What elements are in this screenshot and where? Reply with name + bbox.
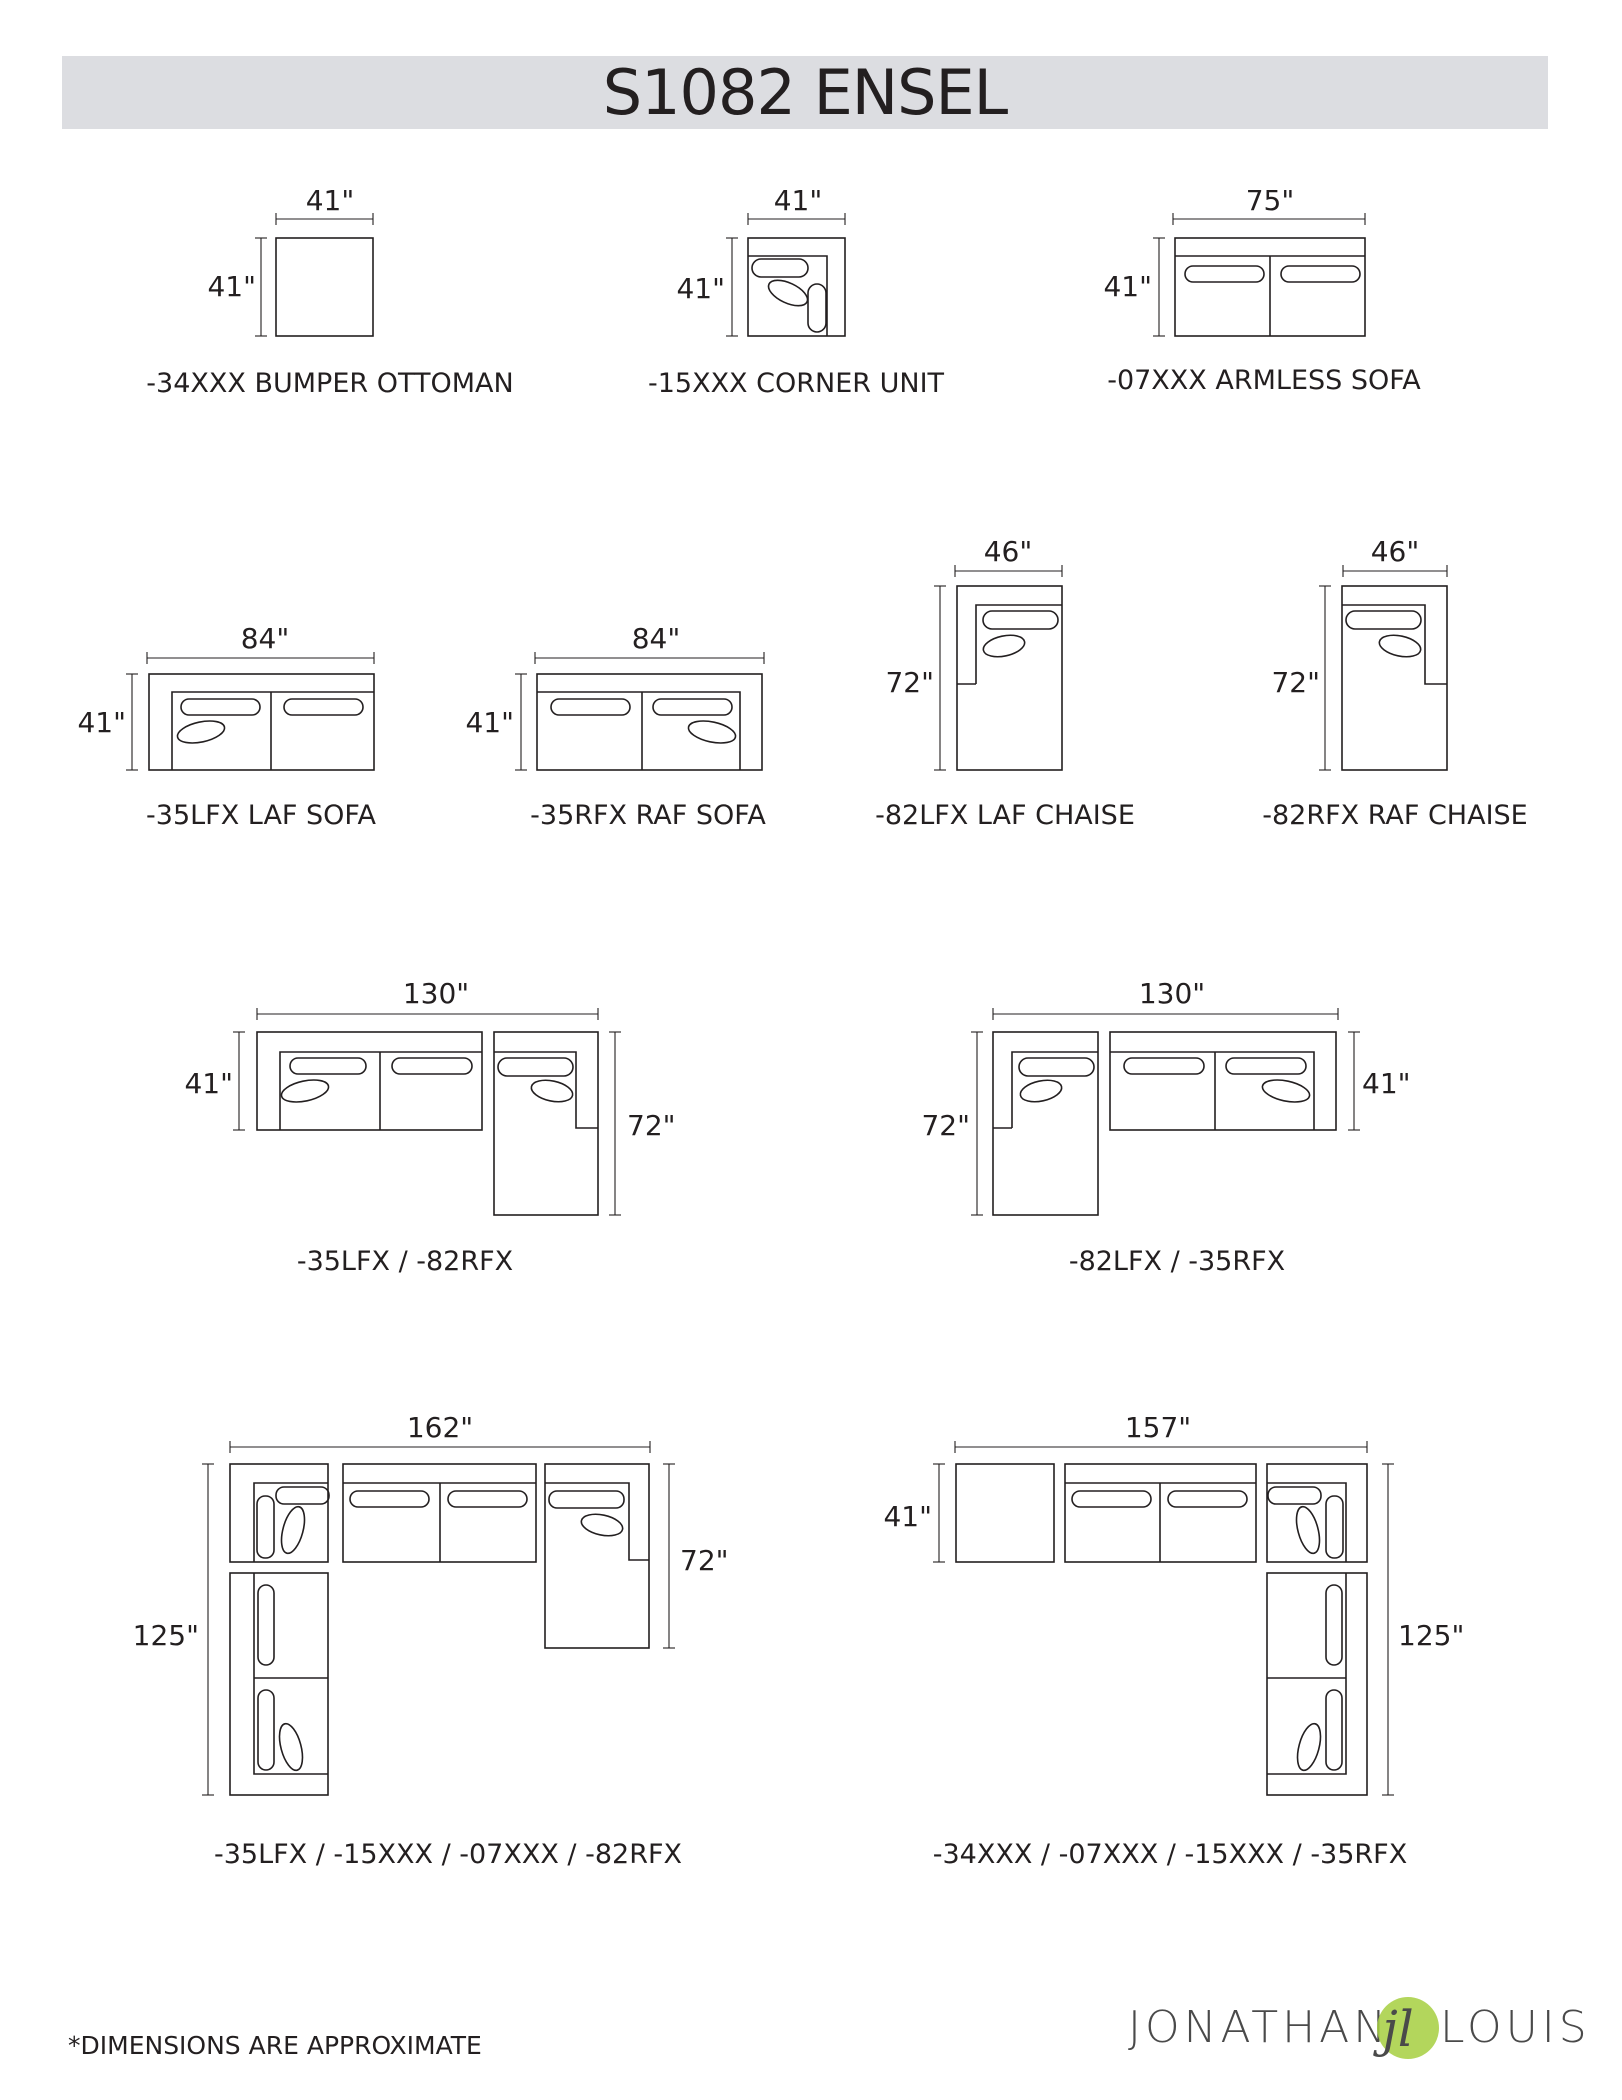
u-sectional-depth-left: 125" (133, 1619, 199, 1652)
l-sectional-depth-left: 41" (883, 1500, 932, 1533)
dimensions-footnote: *DIMENSIONS ARE APPROXIMATE (68, 2031, 482, 2060)
laf-chaise-diagram (934, 565, 1063, 771)
corner-unit-label: -15XXX CORNER UNIT (648, 368, 945, 399)
raf-sofa-label: -35RFX RAF SOFA (530, 800, 766, 831)
u-sectional-diagram (202, 1441, 675, 1796)
laf-sofa-width: 84" (241, 622, 290, 655)
sofa-raf-chaise-depth-left: 41" (184, 1067, 233, 1100)
l-sectional-width: 157" (1125, 1411, 1191, 1444)
page-title: S1082 ENSEL (602, 56, 1008, 129)
laf-sofa-diagram (126, 652, 375, 771)
laf-chaise-sofa-depth-left: 72" (921, 1109, 970, 1142)
title-bar: S1082 ENSEL (62, 56, 1548, 129)
armless-sofa-depth: 41" (1103, 270, 1152, 303)
brand-name-right: LOUIS (1440, 2002, 1591, 2053)
raf-sofa-width: 84" (632, 622, 681, 655)
raf-chaise-width: 46" (1371, 535, 1420, 568)
l-sectional-label: -34XXX / -07XXX / -15XXX / -35RFX (933, 1839, 1407, 1870)
armless-sofa-label: -07XXX ARMLESS SOFA (1107, 365, 1421, 396)
sofa-raf-chaise-width: 130" (403, 977, 469, 1010)
corner-unit-width: 41" (774, 184, 823, 217)
laf-chaise-sofa-diagram (971, 1008, 1360, 1216)
l-sectional-diagram (933, 1441, 1394, 1796)
laf-sofa-label: -35LFX LAF SOFA (146, 800, 376, 831)
sofa-raf-chaise-diagram (233, 1008, 621, 1216)
jonathan-louis-logo: JONATHAN jl LOUIS (1128, 1997, 1591, 2059)
laf-chaise-depth: 72" (885, 666, 934, 699)
l-sectional-depth-right: 125" (1398, 1619, 1464, 1652)
brand-name-left: JONATHAN (1128, 2002, 1390, 2053)
laf-chaise-width: 46" (984, 535, 1033, 568)
bumper-ottoman-depth: 41" (207, 270, 256, 303)
raf-chaise-diagram (1319, 565, 1448, 771)
bumper-ottoman-label: -34XXX BUMPER OTTOMAN (146, 368, 513, 399)
bumper-ottoman-diagram (255, 213, 374, 337)
armless-sofa-diagram (1153, 213, 1366, 337)
laf-chaise-sofa-width: 130" (1139, 977, 1205, 1010)
corner-unit-diagram (726, 213, 846, 337)
laf-chaise-sofa-depth-right: 41" (1362, 1067, 1411, 1100)
corner-unit-depth: 41" (676, 272, 725, 305)
brand-monogram-circle (1377, 1997, 1439, 2059)
u-sectional-depth-right: 72" (680, 1544, 729, 1577)
raf-sofa-depth: 41" (465, 706, 514, 739)
laf-chaise-label: -82LFX LAF CHAISE (875, 800, 1135, 831)
sofa-raf-chaise-label: -35LFX / -82RFX (297, 1246, 513, 1277)
raf-chaise-label: -82RFX RAF CHAISE (1262, 800, 1528, 831)
armless-sofa-width: 75" (1246, 184, 1295, 217)
u-sectional-width: 162" (407, 1411, 473, 1444)
raf-chaise-depth: 72" (1271, 666, 1320, 699)
bumper-ottoman-width: 41" (306, 184, 355, 217)
laf-chaise-sofa-label: -82LFX / -35RFX (1069, 1246, 1285, 1277)
raf-sofa-diagram (515, 652, 765, 771)
u-sectional-label: -35LFX / -15XXX / -07XXX / -82RFX (214, 1839, 682, 1870)
sofa-raf-chaise-depth-right: 72" (627, 1109, 676, 1142)
laf-sofa-depth: 41" (77, 706, 126, 739)
